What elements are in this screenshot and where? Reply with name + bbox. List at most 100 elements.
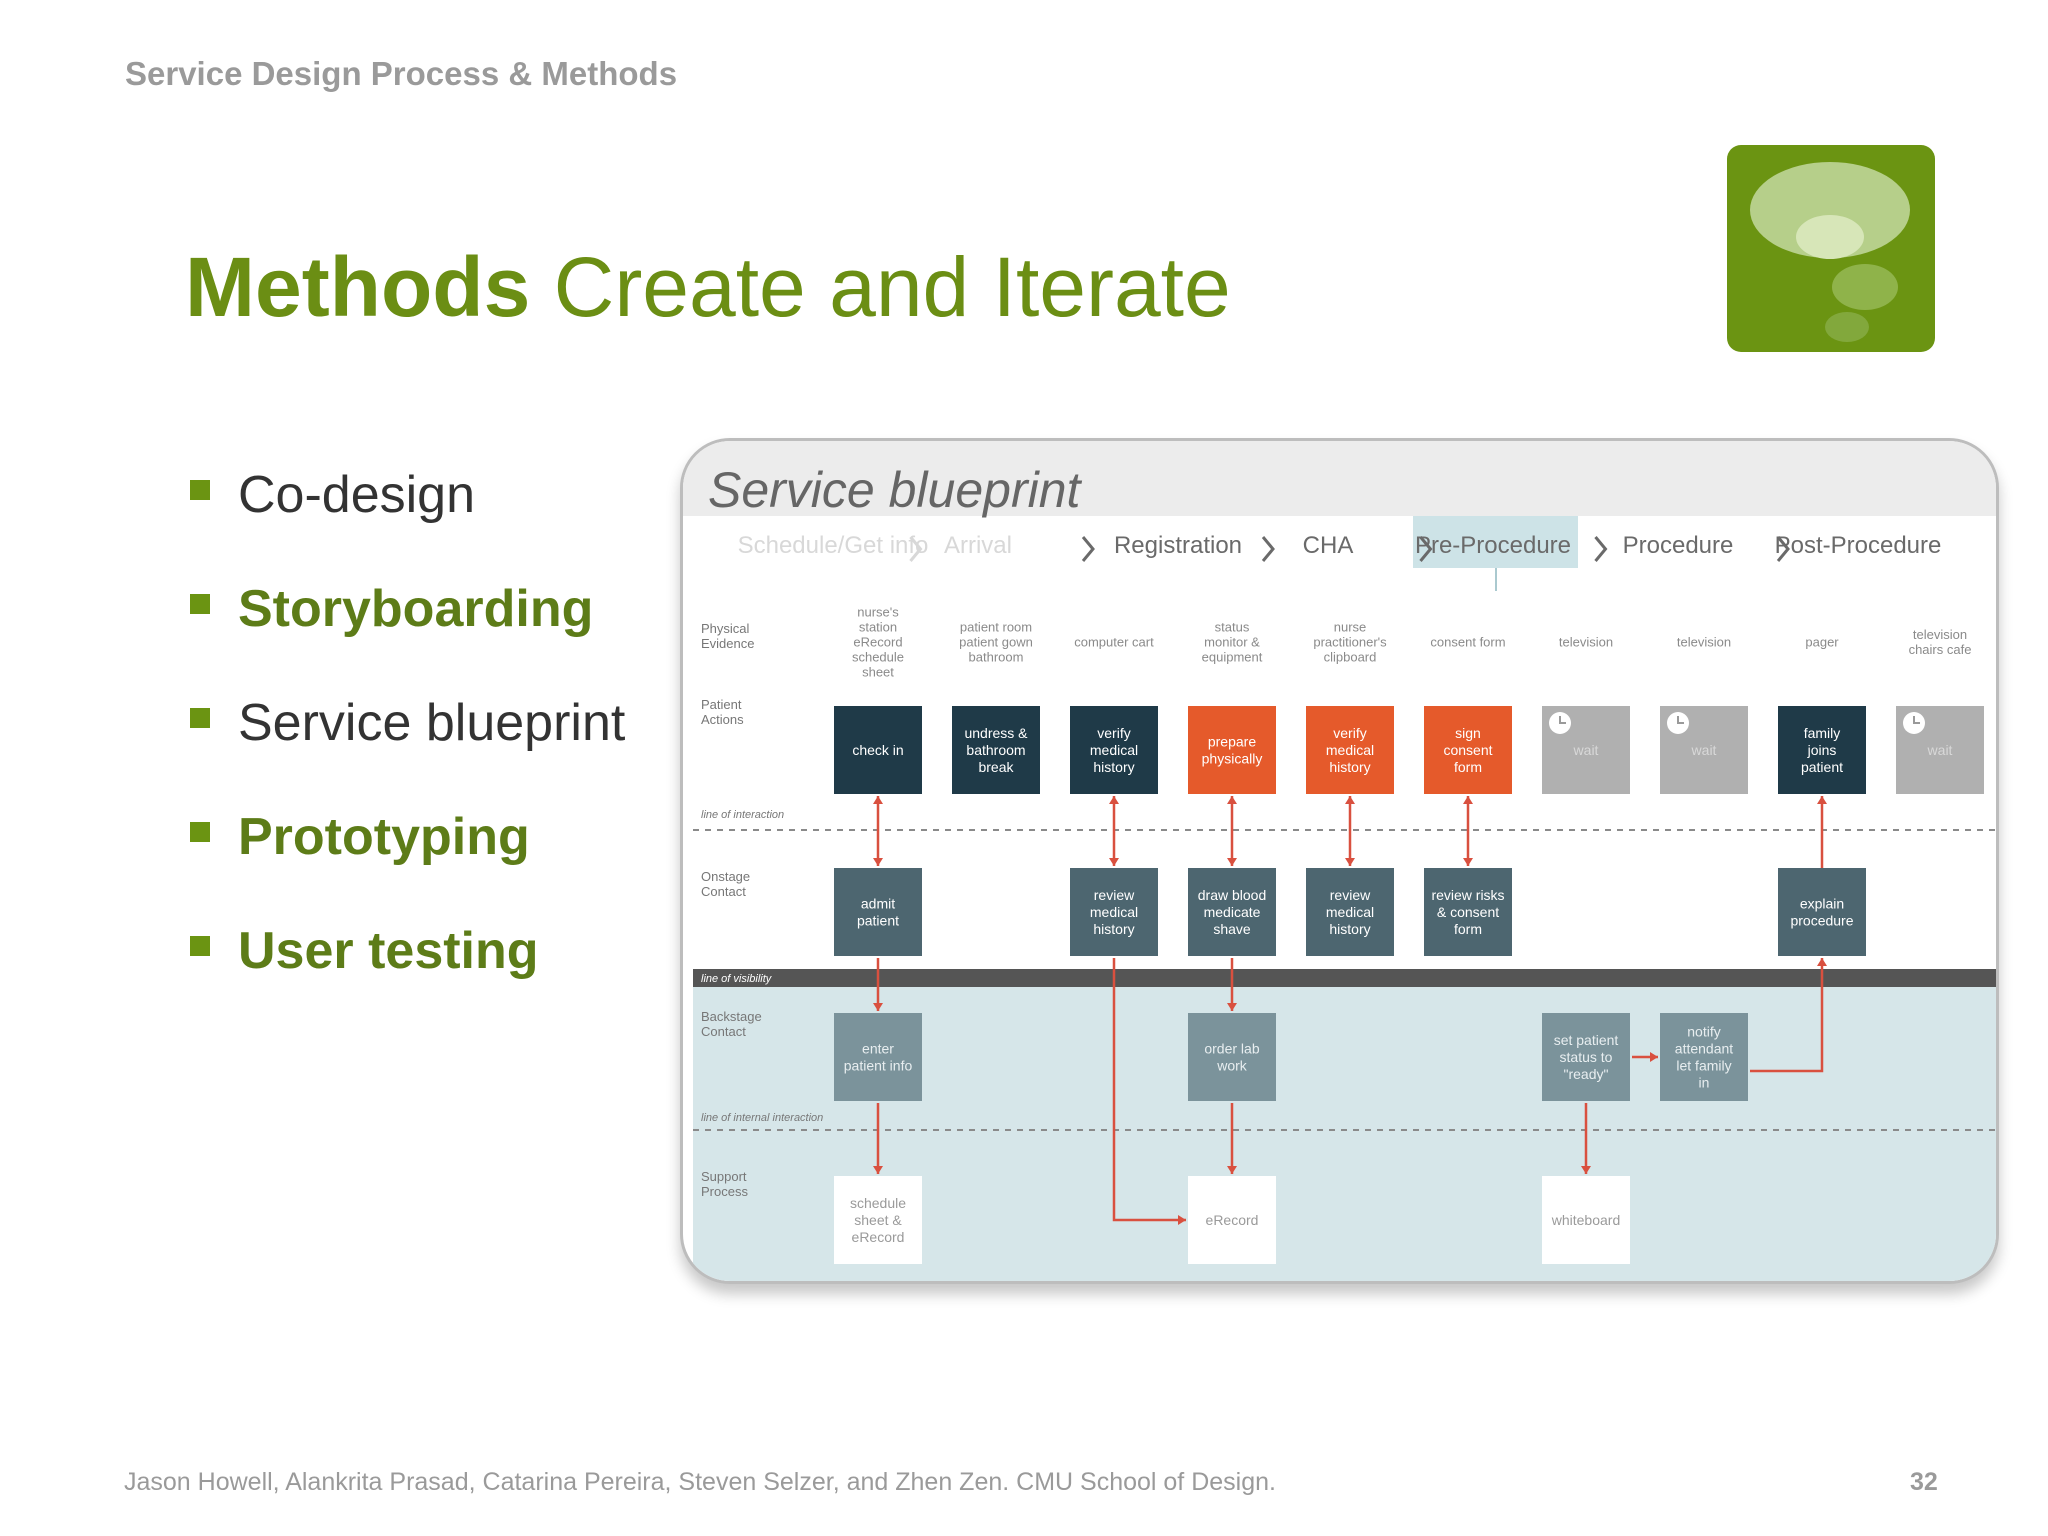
bullet-marker — [190, 822, 210, 842]
evidence-label: schedule — [852, 650, 904, 665]
arrow-head — [873, 796, 883, 804]
bullet-list: Co-design Storyboarding Service blueprin… — [188, 460, 668, 1030]
evidence-label: monitor & — [1204, 635, 1260, 650]
onstage-box — [1188, 868, 1276, 956]
phase-label: Post-Procedure — [1775, 532, 1942, 559]
bullet-label: Co-design — [238, 466, 476, 524]
backstage-label: "ready" — [1564, 1066, 1609, 1082]
bullet-label: User testing — [238, 922, 539, 980]
bullet-marker — [190, 708, 210, 728]
onstage-label: history — [1329, 921, 1370, 937]
onstage-label: shave — [1213, 921, 1251, 937]
onstage-label: medicate — [1204, 904, 1261, 920]
bullet-item: Storyboarding — [188, 574, 668, 688]
patient-action-label: wait — [1573, 742, 1599, 758]
arrow-head — [873, 1166, 883, 1174]
onstage-box — [1070, 868, 1158, 956]
evidence-label: status — [1215, 620, 1250, 635]
phase-chevron — [1594, 536, 1608, 562]
onstage-box — [1424, 868, 1512, 956]
patient-action-label: prepare — [1208, 733, 1256, 749]
patient-action-label: medical — [1090, 742, 1138, 758]
patient-action-box — [1778, 706, 1866, 794]
support-label: schedule — [850, 1195, 906, 1211]
patient-action-label: medical — [1326, 742, 1374, 758]
connector-line — [1750, 958, 1824, 1073]
row-label: Contact — [701, 884, 746, 899]
row-label: Support — [701, 1169, 747, 1184]
evidence-label: clipboard — [1324, 650, 1377, 665]
arrow-head — [1581, 1166, 1591, 1174]
backstage-label: notify — [1687, 1023, 1720, 1039]
phase-label: Procedure — [1623, 532, 1734, 559]
onstage-label: admit — [861, 895, 895, 911]
line-label: line of visibility — [701, 973, 773, 985]
row-label: Physical — [701, 621, 750, 636]
arrow-head — [1463, 858, 1473, 866]
support-label: sheet & — [854, 1212, 902, 1228]
backstage-label: attendant — [1675, 1040, 1733, 1056]
page-number: 32 — [1910, 1468, 1938, 1496]
clock-hand — [1913, 716, 1920, 724]
arrow-head — [1109, 858, 1119, 866]
onstage-label: medical — [1326, 904, 1374, 920]
support-box — [1542, 1176, 1630, 1264]
phase-chevron — [1776, 536, 1790, 562]
evidence-label: television — [1913, 627, 1967, 642]
bullet-label: Prototyping — [238, 808, 530, 866]
evidence-label: patient gown — [959, 635, 1033, 650]
arrow-head — [1227, 858, 1237, 866]
evidence-label: consent form — [1430, 635, 1505, 650]
bullet-label: Storyboarding — [238, 580, 594, 638]
patient-action-label: check in — [852, 742, 903, 758]
patient-action-label: break — [978, 759, 1014, 775]
blueprint-header-band — [683, 441, 1996, 516]
phase-chevron — [1081, 536, 1095, 562]
patient-action-box — [1188, 706, 1276, 794]
patient-action-label: history — [1329, 759, 1370, 775]
evidence-label: equipment — [1202, 650, 1263, 665]
evidence-label: chairs cafe — [1909, 642, 1972, 657]
support-label: whiteboard — [1551, 1212, 1621, 1228]
row-label: Contact — [701, 1024, 746, 1039]
evidence-label: sheet — [862, 665, 894, 680]
arrow-head — [1227, 1166, 1237, 1174]
evidence-label: nurse's — [857, 605, 899, 620]
evidence-label: television — [1677, 635, 1731, 650]
bullet-item: Service blueprint — [188, 688, 668, 802]
arrow-head — [873, 858, 883, 866]
footer-credits: Jason Howell, Alankrita Prasad, Catarina… — [124, 1468, 1276, 1496]
patient-action-label: undress & — [964, 725, 1028, 741]
active-phase-highlight — [1413, 516, 1578, 568]
evidence-label: nurse — [1334, 620, 1367, 635]
line-label: line of internal interaction — [701, 1112, 823, 1124]
bullet-item: Co-design — [188, 460, 668, 574]
bullet-marker — [190, 480, 210, 500]
onstage-label: review risks — [1431, 887, 1504, 903]
row-label: Onstage — [701, 869, 750, 884]
evidence-label: patient room — [960, 620, 1032, 635]
backstage-box — [1660, 1013, 1748, 1101]
evidence-label: bathroom — [969, 650, 1024, 665]
onstage-label: form — [1454, 921, 1482, 937]
section-kicker: Service Design Process & Methods — [125, 55, 678, 92]
patient-action-label: verify — [1333, 725, 1366, 741]
backstage-label: enter — [862, 1040, 894, 1056]
support-label: eRecord — [852, 1229, 905, 1245]
support-box — [834, 1176, 922, 1264]
onstage-box — [1306, 868, 1394, 956]
patient-action-label: history — [1093, 759, 1134, 775]
clock-hand — [1677, 716, 1684, 724]
backstage-label: work — [1216, 1057, 1248, 1073]
patient-action-label: wait — [1691, 742, 1717, 758]
patient-action-box — [1424, 706, 1512, 794]
arrow-head — [1227, 796, 1237, 804]
row-label: Process — [701, 1184, 748, 1199]
onstage-label: history — [1093, 921, 1134, 937]
arrow-head — [1817, 796, 1827, 804]
arrow-head — [873, 1003, 883, 1011]
bullet-item: Prototyping — [188, 802, 668, 916]
backstage-label: patient info — [844, 1057, 913, 1073]
slide-title-bold: Methods — [185, 240, 531, 334]
